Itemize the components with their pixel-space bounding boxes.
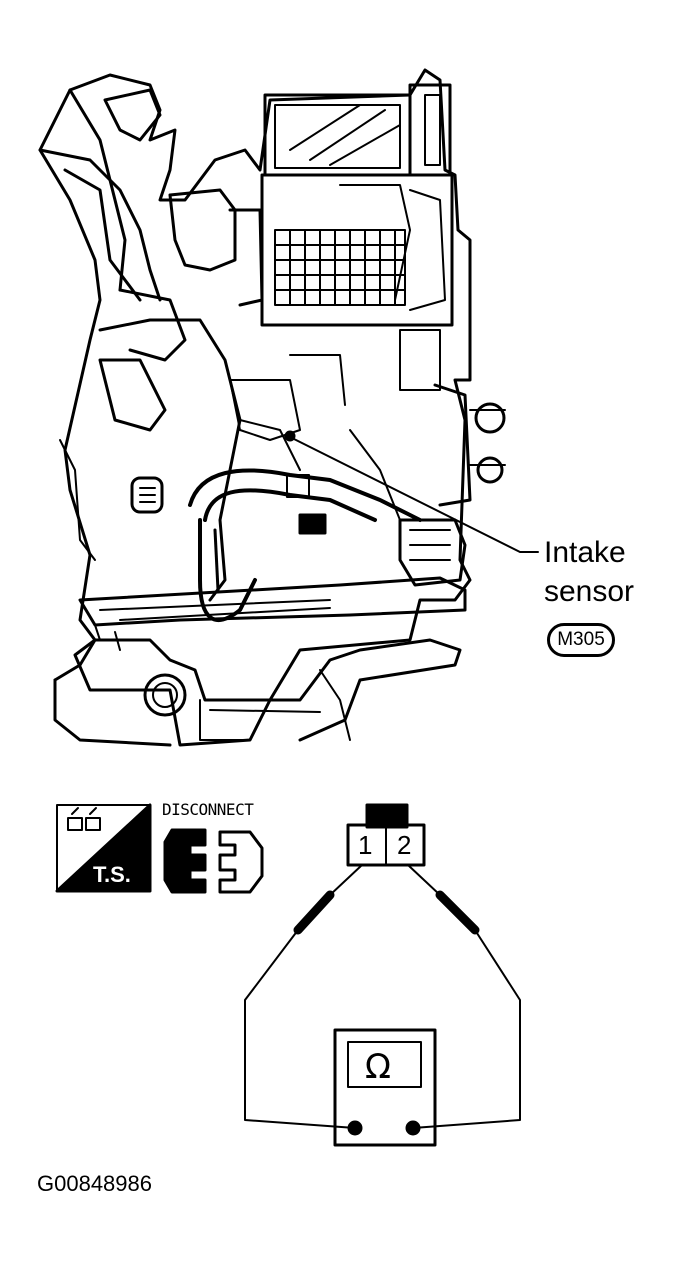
intake-sensor-leader-line — [284, 430, 539, 553]
connector-pin-1: 1 — [358, 830, 373, 860]
probe-leads — [244, 864, 521, 1129]
disconnect-label: DISCONNECT — [162, 800, 254, 819]
ts-icon — [55, 803, 152, 893]
hvac-unit-illustration — [38, 68, 506, 747]
intake-label-line2: sensor — [544, 575, 635, 608]
figure-id: G00848986 — [37, 1171, 152, 1196]
intake-label-line1: Intake — [544, 536, 626, 569]
disconnect-connector-icon — [163, 828, 264, 894]
ohm-symbol: Ω — [365, 1047, 391, 1087]
connector-code-badge: M305 — [547, 623, 615, 657]
ts-label: T.S. — [93, 862, 131, 887]
harness-connector — [346, 803, 426, 867]
ohmmeter — [333, 1028, 437, 1147]
connector-pin-2: 2 — [397, 830, 412, 860]
